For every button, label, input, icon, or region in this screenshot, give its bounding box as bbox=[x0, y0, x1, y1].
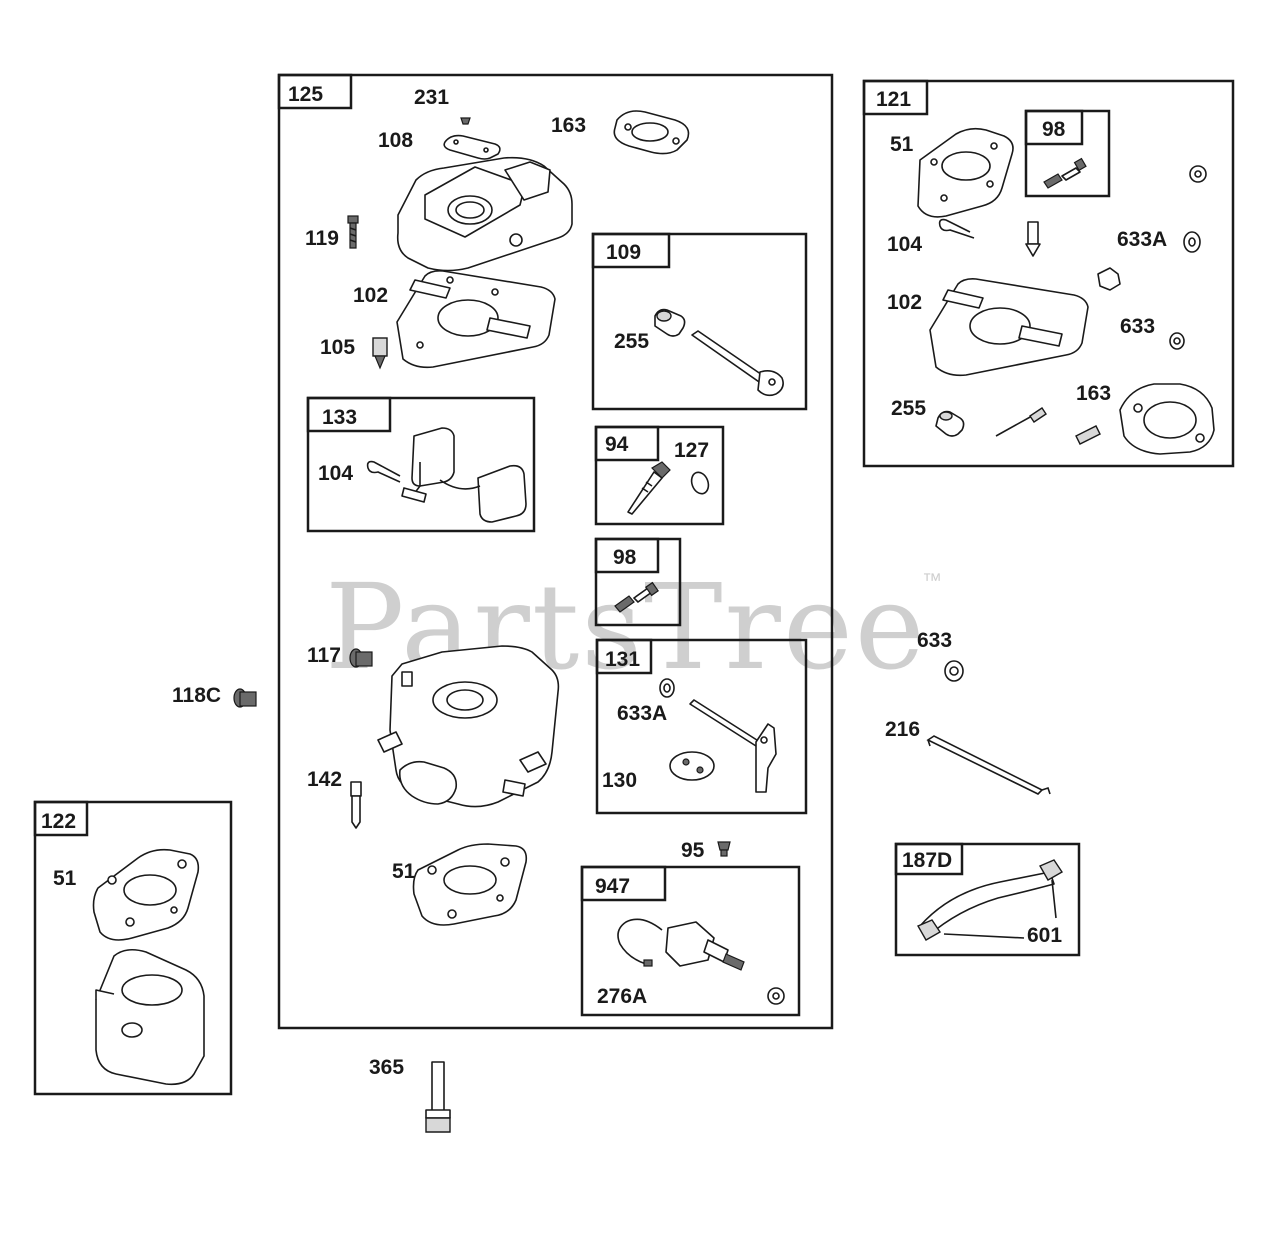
label-51-box125: 51 bbox=[392, 860, 416, 883]
gasket-51-box125[interactable] bbox=[412, 843, 528, 926]
bushing-255[interactable] bbox=[654, 308, 686, 337]
box-label-947: 947 bbox=[595, 875, 630, 898]
needle-valve-box121[interactable] bbox=[1025, 221, 1041, 257]
idle-screw-spring[interactable] bbox=[614, 581, 659, 613]
idle-screw-spring-box121[interactable] bbox=[1043, 157, 1087, 189]
kit-box-131: 131 bbox=[595, 638, 808, 815]
watermark-trademark: ™ bbox=[922, 570, 942, 592]
label-117: 117 bbox=[307, 644, 341, 667]
carburetor-cover[interactable] bbox=[396, 156, 573, 272]
gasket-51-box122[interactable] bbox=[92, 848, 200, 941]
label-130: 130 bbox=[602, 769, 637, 792]
plug-117[interactable] bbox=[349, 648, 373, 668]
kit-box-125: 125 bbox=[277, 73, 834, 1030]
mixture-screw[interactable] bbox=[627, 461, 671, 515]
choke-shaft[interactable] bbox=[691, 330, 784, 397]
float-assembly[interactable] bbox=[401, 427, 527, 523]
label-255-box109: 255 bbox=[614, 330, 649, 353]
gasket-163-box121[interactable] bbox=[1119, 383, 1215, 455]
label-51-box121: 51 bbox=[890, 133, 914, 156]
kit-box-98-middle: 98 bbox=[594, 537, 682, 627]
washer-947[interactable] bbox=[767, 987, 785, 1005]
box-label-187D: 187D bbox=[902, 849, 952, 872]
bolt-365[interactable] bbox=[425, 1061, 451, 1133]
bushing-255-box121[interactable] bbox=[935, 410, 965, 437]
box-label-94: 94 bbox=[605, 433, 629, 456]
box-label-121: 121 bbox=[876, 88, 911, 111]
fuel-line-601[interactable] bbox=[917, 859, 1063, 941]
bracket-part[interactable] bbox=[1097, 267, 1121, 291]
label-102-main: 102 bbox=[353, 284, 388, 307]
jet-142[interactable] bbox=[350, 781, 362, 829]
label-633A-box131: 633A bbox=[617, 702, 667, 725]
label-104-box133: 104 bbox=[318, 462, 353, 485]
kit-box-947: 947 bbox=[580, 865, 801, 1017]
needle-105[interactable] bbox=[372, 337, 388, 370]
carburetor-body[interactable] bbox=[377, 645, 560, 808]
label-105: 105 bbox=[320, 336, 355, 359]
box-label-122: 122 bbox=[41, 810, 76, 833]
label-119: 119 bbox=[305, 227, 339, 250]
gasket-102-box121[interactable] bbox=[929, 278, 1089, 377]
label-231: 231 bbox=[414, 86, 449, 109]
kit-box-121: 121 bbox=[862, 79, 1235, 468]
spring-box121[interactable] bbox=[1075, 425, 1101, 445]
kit-box-122: 122 bbox=[33, 800, 233, 1096]
label-51-box122: 51 bbox=[53, 867, 77, 890]
gasket-51-box121[interactable] bbox=[917, 127, 1014, 218]
label-104-box121: 104 bbox=[887, 233, 922, 256]
label-142: 142 bbox=[307, 768, 342, 791]
plug-118C[interactable] bbox=[233, 688, 257, 708]
fuel-solenoid[interactable] bbox=[617, 918, 745, 971]
box-label-98-top: 98 bbox=[1042, 118, 1066, 141]
box-label-98-middle: 98 bbox=[613, 546, 637, 569]
label-365: 365 bbox=[369, 1056, 404, 1079]
box-label-133: 133 bbox=[322, 406, 357, 429]
screw-231[interactable] bbox=[460, 117, 471, 125]
label-163-box121: 163 bbox=[1076, 382, 1111, 405]
kit-box-187D: 187D bbox=[894, 842, 1081, 957]
throttle-plate-130[interactable] bbox=[669, 751, 715, 781]
screw-119[interactable] bbox=[347, 215, 359, 249]
idle-needle-box121[interactable] bbox=[995, 407, 1047, 437]
o-ring-127[interactable] bbox=[689, 470, 712, 496]
screw-95[interactable] bbox=[717, 841, 731, 857]
seal-633A-box131[interactable] bbox=[659, 678, 675, 698]
kit-box-98-top: 98 bbox=[1024, 109, 1111, 198]
box-label-125: 125 bbox=[288, 83, 323, 106]
label-276A: 276A bbox=[597, 985, 647, 1008]
label-102-box121: 102 bbox=[887, 291, 922, 314]
gasket-108[interactable] bbox=[443, 134, 501, 160]
kit-box-94: 94 bbox=[594, 425, 725, 526]
link-rod-216[interactable] bbox=[926, 735, 1051, 795]
label-127: 127 bbox=[674, 439, 709, 462]
kit-box-133: 133 bbox=[306, 396, 536, 533]
label-601: 601 bbox=[1027, 924, 1062, 947]
gasket-102[interactable] bbox=[396, 270, 556, 369]
label-633: 633 bbox=[917, 629, 952, 652]
box-label-109: 109 bbox=[606, 241, 641, 264]
gasket-163[interactable] bbox=[613, 110, 690, 155]
clip-104[interactable] bbox=[366, 460, 401, 483]
label-118C: 118C bbox=[172, 684, 221, 707]
label-108: 108 bbox=[378, 129, 413, 152]
washer-small[interactable] bbox=[1189, 165, 1207, 183]
seal-633-box121[interactable] bbox=[1169, 332, 1185, 350]
label-255-box121: 255 bbox=[891, 397, 926, 420]
box-label-131: 131 bbox=[605, 648, 640, 671]
throttle-shaft[interactable] bbox=[689, 699, 777, 793]
seal-633[interactable] bbox=[944, 660, 964, 682]
spacer-block[interactable] bbox=[95, 948, 205, 1086]
clip-104-box121[interactable] bbox=[938, 218, 975, 239]
label-633-box121: 633 bbox=[1120, 315, 1155, 338]
label-95: 95 bbox=[681, 839, 705, 862]
label-216: 216 bbox=[885, 718, 920, 741]
label-163-top: 163 bbox=[551, 114, 586, 137]
kit-box-109: 109 bbox=[591, 232, 808, 411]
seal-633A-box121[interactable] bbox=[1183, 231, 1201, 253]
label-633A-box121: 633A bbox=[1117, 228, 1167, 251]
